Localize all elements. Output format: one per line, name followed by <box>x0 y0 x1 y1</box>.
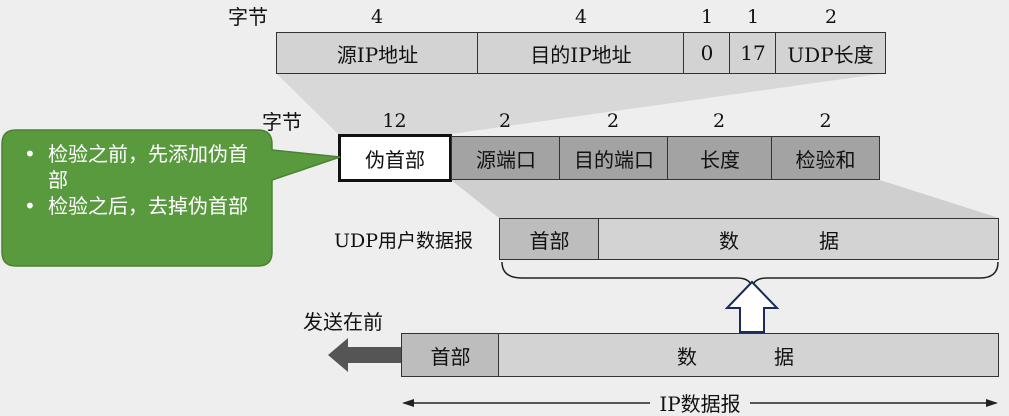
pseudo-bytes-label: 字节 <box>228 5 268 29</box>
udp-data-char-2: 据 <box>819 228 839 253</box>
udp-byte-count-3: 2 <box>606 110 620 132</box>
udp-datagram-data: 数 据 <box>598 218 999 260</box>
span-arrowhead-right <box>986 399 998 407</box>
pseudo-byte-count-4: 1 <box>746 6 760 28</box>
udp-field-checksum: 检验和 <box>771 136 880 180</box>
pseudo-byte-count-1: 4 <box>370 6 384 28</box>
send-first-arrow <box>328 338 402 372</box>
send-first-label: 发送在前 <box>303 310 383 334</box>
callout-text: 检验之前，先添加伪首部 检验之后，去掉伪首部 <box>22 141 254 219</box>
udp-byte-count-4: 2 <box>712 110 726 132</box>
pseudo-field-protocol: 17 <box>729 32 777 74</box>
udp-field-dst-port: 目的端口 <box>559 136 669 180</box>
udp-byte-count-2: 2 <box>498 110 512 132</box>
udp-field-pseudo-header: 伪首部 <box>338 134 452 182</box>
udp-header-projection <box>451 180 999 218</box>
udp-byte-count-5: 2 <box>819 110 832 132</box>
callout-bullet-1: 检验之前，先添加伪首部 <box>22 141 254 193</box>
pseudo-byte-count-5: 2 <box>824 6 838 28</box>
udp-data-char-1: 数 <box>719 228 739 253</box>
ip-datagram-data: 数 据 <box>498 333 999 377</box>
up-arrow-icon <box>724 280 780 333</box>
udp-byte-count-1: 12 <box>382 110 407 132</box>
ip-data-char-1: 数 <box>677 344 697 369</box>
pseudo-header-projection <box>276 73 886 134</box>
udp-field-length: 长度 <box>667 136 773 180</box>
ip-data-char-2: 据 <box>774 344 794 369</box>
span-arrowhead-left <box>402 399 414 407</box>
ip-datagram-header: 首部 <box>401 333 500 377</box>
pseudo-byte-count-3: 1 <box>700 6 714 28</box>
udp-field-src-port: 源端口 <box>451 136 561 180</box>
pseudo-byte-count-2: 4 <box>574 6 588 28</box>
udp-datagram-label: UDP用户数据报 <box>334 230 474 252</box>
ip-datagram-label: IP数据报 <box>655 392 745 416</box>
callout-bullet-2: 检验之后，去掉伪首部 <box>22 193 254 219</box>
left-arrow-icon <box>328 338 402 372</box>
udp-bytes-label: 字节 <box>262 110 302 134</box>
pseudo-field-udp-length: UDP长度 <box>775 32 886 74</box>
pseudo-field-src-ip: 源IP地址 <box>276 32 479 74</box>
pseudo-field-dst-ip: 目的IP地址 <box>477 32 685 74</box>
pseudo-field-zero: 0 <box>683 32 731 74</box>
